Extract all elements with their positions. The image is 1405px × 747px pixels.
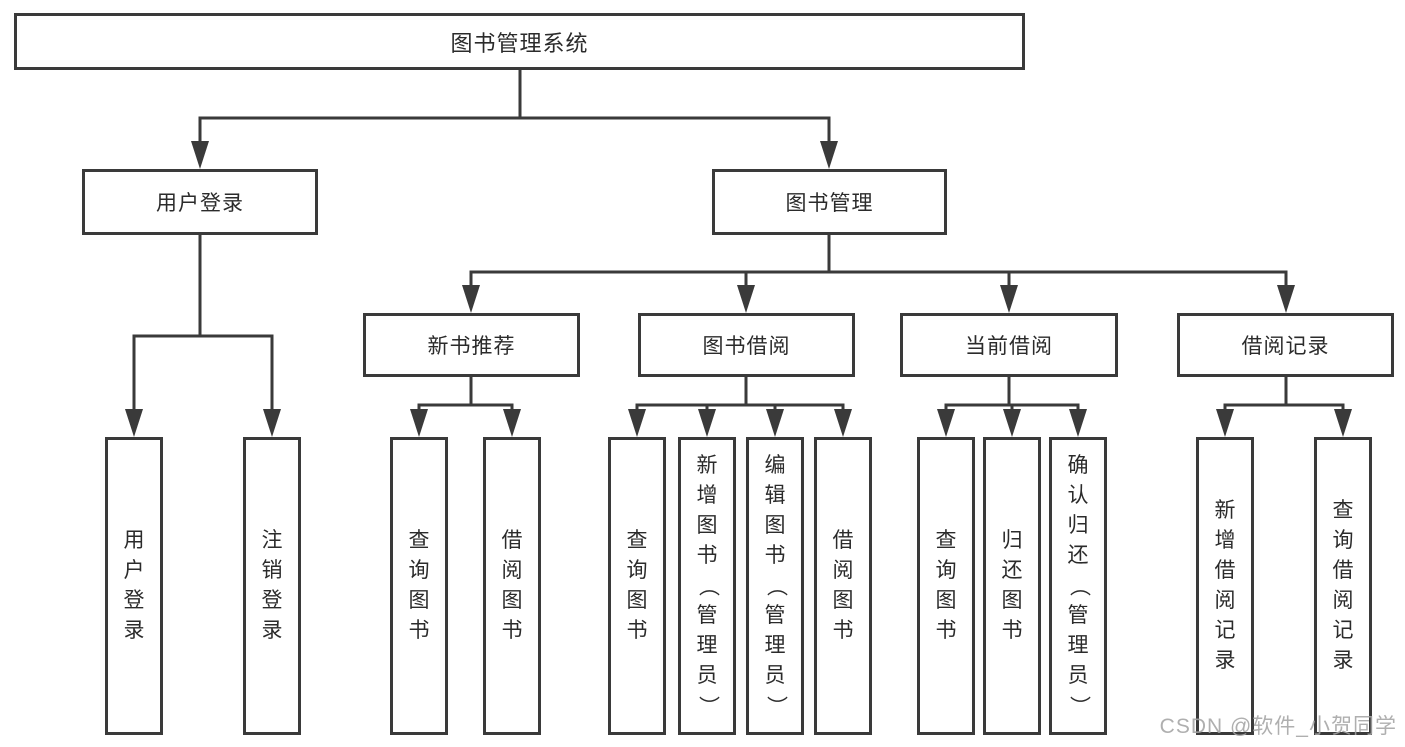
vertical-char: 阅	[1214, 589, 1236, 612]
node-label: 借阅记录	[1241, 335, 1330, 358]
vertical-char: 书	[832, 619, 854, 642]
vertical-char: 户	[123, 559, 145, 582]
leaf-query-books-recommend: 查询图书	[390, 437, 448, 735]
leaf-add-borrow-record: 新增借阅记录	[1196, 437, 1254, 735]
vertical-char: 管	[696, 604, 718, 627]
vertical-char: 借	[1332, 559, 1354, 582]
node-library-management-system: 图书管理系统	[14, 13, 1025, 70]
vertical-char: 阅	[832, 559, 854, 582]
vertical-char: 登	[261, 589, 283, 612]
vertical-char: 图	[501, 589, 523, 612]
vertical-char: 阅	[501, 559, 523, 582]
vertical-char: 还	[1067, 544, 1089, 567]
vertical-char: 销	[261, 559, 283, 582]
node-label: 新书推荐	[427, 335, 516, 358]
vertical-char: 书	[408, 619, 430, 642]
node-label: 用户登录	[156, 192, 244, 215]
vertical-char: ）	[1067, 695, 1090, 717]
vertical-char: 询	[408, 559, 430, 582]
vertical-char: 辑	[764, 484, 786, 507]
vertical-char: 还	[1001, 559, 1023, 582]
node-label: 图书管理系统	[450, 30, 589, 56]
vertical-char: 管	[1067, 604, 1089, 627]
vertical-char: 录	[1332, 649, 1354, 672]
vertical-char: 员	[1067, 664, 1089, 687]
leaf-confirm-return-admin: 确认归还 （ 管理员 ）	[1049, 437, 1107, 735]
leaf-borrow-books: 借阅图书	[814, 437, 872, 735]
node-current-borrow: 当前借阅	[900, 313, 1118, 377]
leaf-logout: 注销登录	[243, 437, 301, 735]
vertical-char: 图	[626, 589, 648, 612]
vertical-char: 书	[501, 619, 523, 642]
vertical-char: 图	[935, 589, 957, 612]
node-book-management: 图书管理	[712, 169, 947, 235]
vertical-char: 书	[626, 619, 648, 642]
node-label: 图书管理	[785, 192, 874, 215]
vertical-char: 录	[1214, 649, 1236, 672]
vertical-char: 查	[1332, 499, 1354, 522]
csdn-watermark: CSDN @软件_小贺同学	[1159, 715, 1397, 738]
vertical-char: 查	[935, 529, 957, 552]
node-label: 图书借阅	[702, 335, 791, 358]
node-borrow-record: 借阅记录	[1177, 313, 1394, 377]
vertical-char: 员	[764, 664, 786, 687]
vertical-char: 书	[935, 619, 957, 642]
vertical-char: （	[696, 575, 719, 597]
vertical-char: 理	[1067, 634, 1089, 657]
vertical-char: （	[1067, 575, 1090, 597]
vertical-char: 增	[1214, 529, 1236, 552]
vertical-char: 图	[408, 589, 430, 612]
vertical-char: 查	[408, 529, 430, 552]
vertical-char: 记	[1332, 619, 1354, 642]
vertical-char: 书	[696, 544, 718, 567]
vertical-char: （	[764, 575, 787, 597]
leaf-query-borrow-record: 查询借阅记录	[1314, 437, 1372, 735]
leaf-edit-books-admin: 编辑图书 （ 管理员 ）	[746, 437, 804, 735]
vertical-char: 认	[1067, 484, 1089, 507]
leaf-query-books-current: 查询图书	[917, 437, 975, 735]
node-new-book-recommend: 新书推荐	[363, 313, 580, 377]
vertical-char: 书	[1001, 619, 1023, 642]
vertical-char: 图	[696, 514, 718, 537]
vertical-char: 确	[1067, 454, 1089, 477]
vertical-char: 新	[696, 454, 718, 477]
vertical-char: 询	[1332, 529, 1354, 552]
vertical-char: 登	[123, 589, 145, 612]
leaf-return-books: 归还图书	[983, 437, 1041, 735]
vertical-char: 理	[696, 634, 718, 657]
vertical-char: 归	[1067, 514, 1089, 537]
node-label: 当前借阅	[965, 335, 1053, 358]
vertical-char: 录	[261, 619, 283, 642]
vertical-char: 增	[696, 484, 718, 507]
leaf-user-login: 用户登录	[105, 437, 163, 735]
vertical-char: ）	[764, 695, 787, 717]
leaf-borrow-books-recommend: 借阅图书	[483, 437, 541, 735]
vertical-char: 阅	[1332, 589, 1354, 612]
vertical-char: 图	[1001, 589, 1023, 612]
vertical-char: 归	[1001, 529, 1023, 552]
vertical-char: 借	[1214, 559, 1236, 582]
vertical-char: ）	[696, 695, 719, 717]
vertical-char: 员	[696, 664, 718, 687]
vertical-char: 记	[1214, 619, 1236, 642]
vertical-char: 录	[123, 619, 145, 642]
vertical-char: 理	[764, 634, 786, 657]
vertical-char: 询	[935, 559, 957, 582]
leaf-add-books-admin: 新增图书 （ 管理员 ）	[678, 437, 736, 735]
node-book-borrow: 图书借阅	[638, 313, 855, 377]
leaf-query-books-borrow: 查询图书	[608, 437, 666, 735]
vertical-char: 编	[764, 454, 786, 477]
vertical-char: 借	[832, 529, 854, 552]
vertical-char: 借	[501, 529, 523, 552]
vertical-char: 书	[764, 544, 786, 567]
vertical-char: 图	[832, 589, 854, 612]
vertical-char: 注	[261, 529, 283, 552]
vertical-char: 用	[123, 529, 145, 552]
vertical-char: 查	[626, 529, 648, 552]
vertical-char: 管	[764, 604, 786, 627]
vertical-char: 图	[764, 514, 786, 537]
vertical-char: 新	[1214, 499, 1236, 522]
vertical-char: 询	[626, 559, 648, 582]
node-user-login: 用户登录	[82, 169, 318, 235]
